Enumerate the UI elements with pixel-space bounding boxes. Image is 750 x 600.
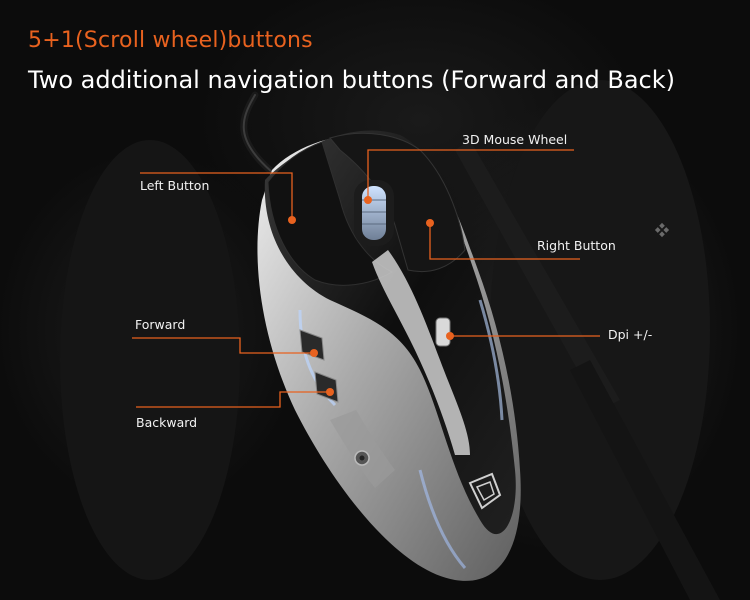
soldier-silhouette-right: [490, 80, 710, 580]
subheadline: Two additional navigation buttons (Forwa…: [28, 66, 675, 94]
brand-logo-icon: [468, 472, 502, 510]
center-spine: [372, 250, 470, 455]
label-dpi: Dpi +/-: [608, 327, 653, 342]
headline: 5+1(Scroll wheel)buttons: [28, 28, 313, 53]
rifle-silhouette-2: [570, 360, 720, 600]
label-3d-mouse-wheel: 3D Mouse Wheel: [462, 132, 568, 147]
soldier-silhouette-left: [60, 140, 240, 580]
rifle-silhouette: [455, 140, 620, 410]
callout-line-forward: [132, 337, 314, 354]
side-grip-plate: [330, 410, 395, 488]
callout-line-right-button: [429, 223, 580, 260]
callout-dot-forward: [310, 349, 318, 357]
callout-dot-dpi: [446, 332, 454, 340]
callout-dot-left-button: [288, 216, 296, 224]
callout-line-wheel: [367, 149, 574, 200]
callout-dot-wheel: [364, 196, 372, 204]
callout-dot-right-button: [426, 219, 434, 227]
label-right-button: Right Button: [537, 238, 616, 253]
label-left-button: Left Button: [140, 178, 210, 193]
label-forward: Forward: [135, 317, 186, 332]
label-backward: Backward: [136, 415, 198, 430]
led-strip-bottom: [418, 469, 467, 569]
callout-dot-backward: [326, 388, 334, 396]
callout-line-backward: [136, 391, 330, 408]
callout-line-left-button: [140, 172, 293, 220]
led-strip-right: [478, 299, 504, 421]
